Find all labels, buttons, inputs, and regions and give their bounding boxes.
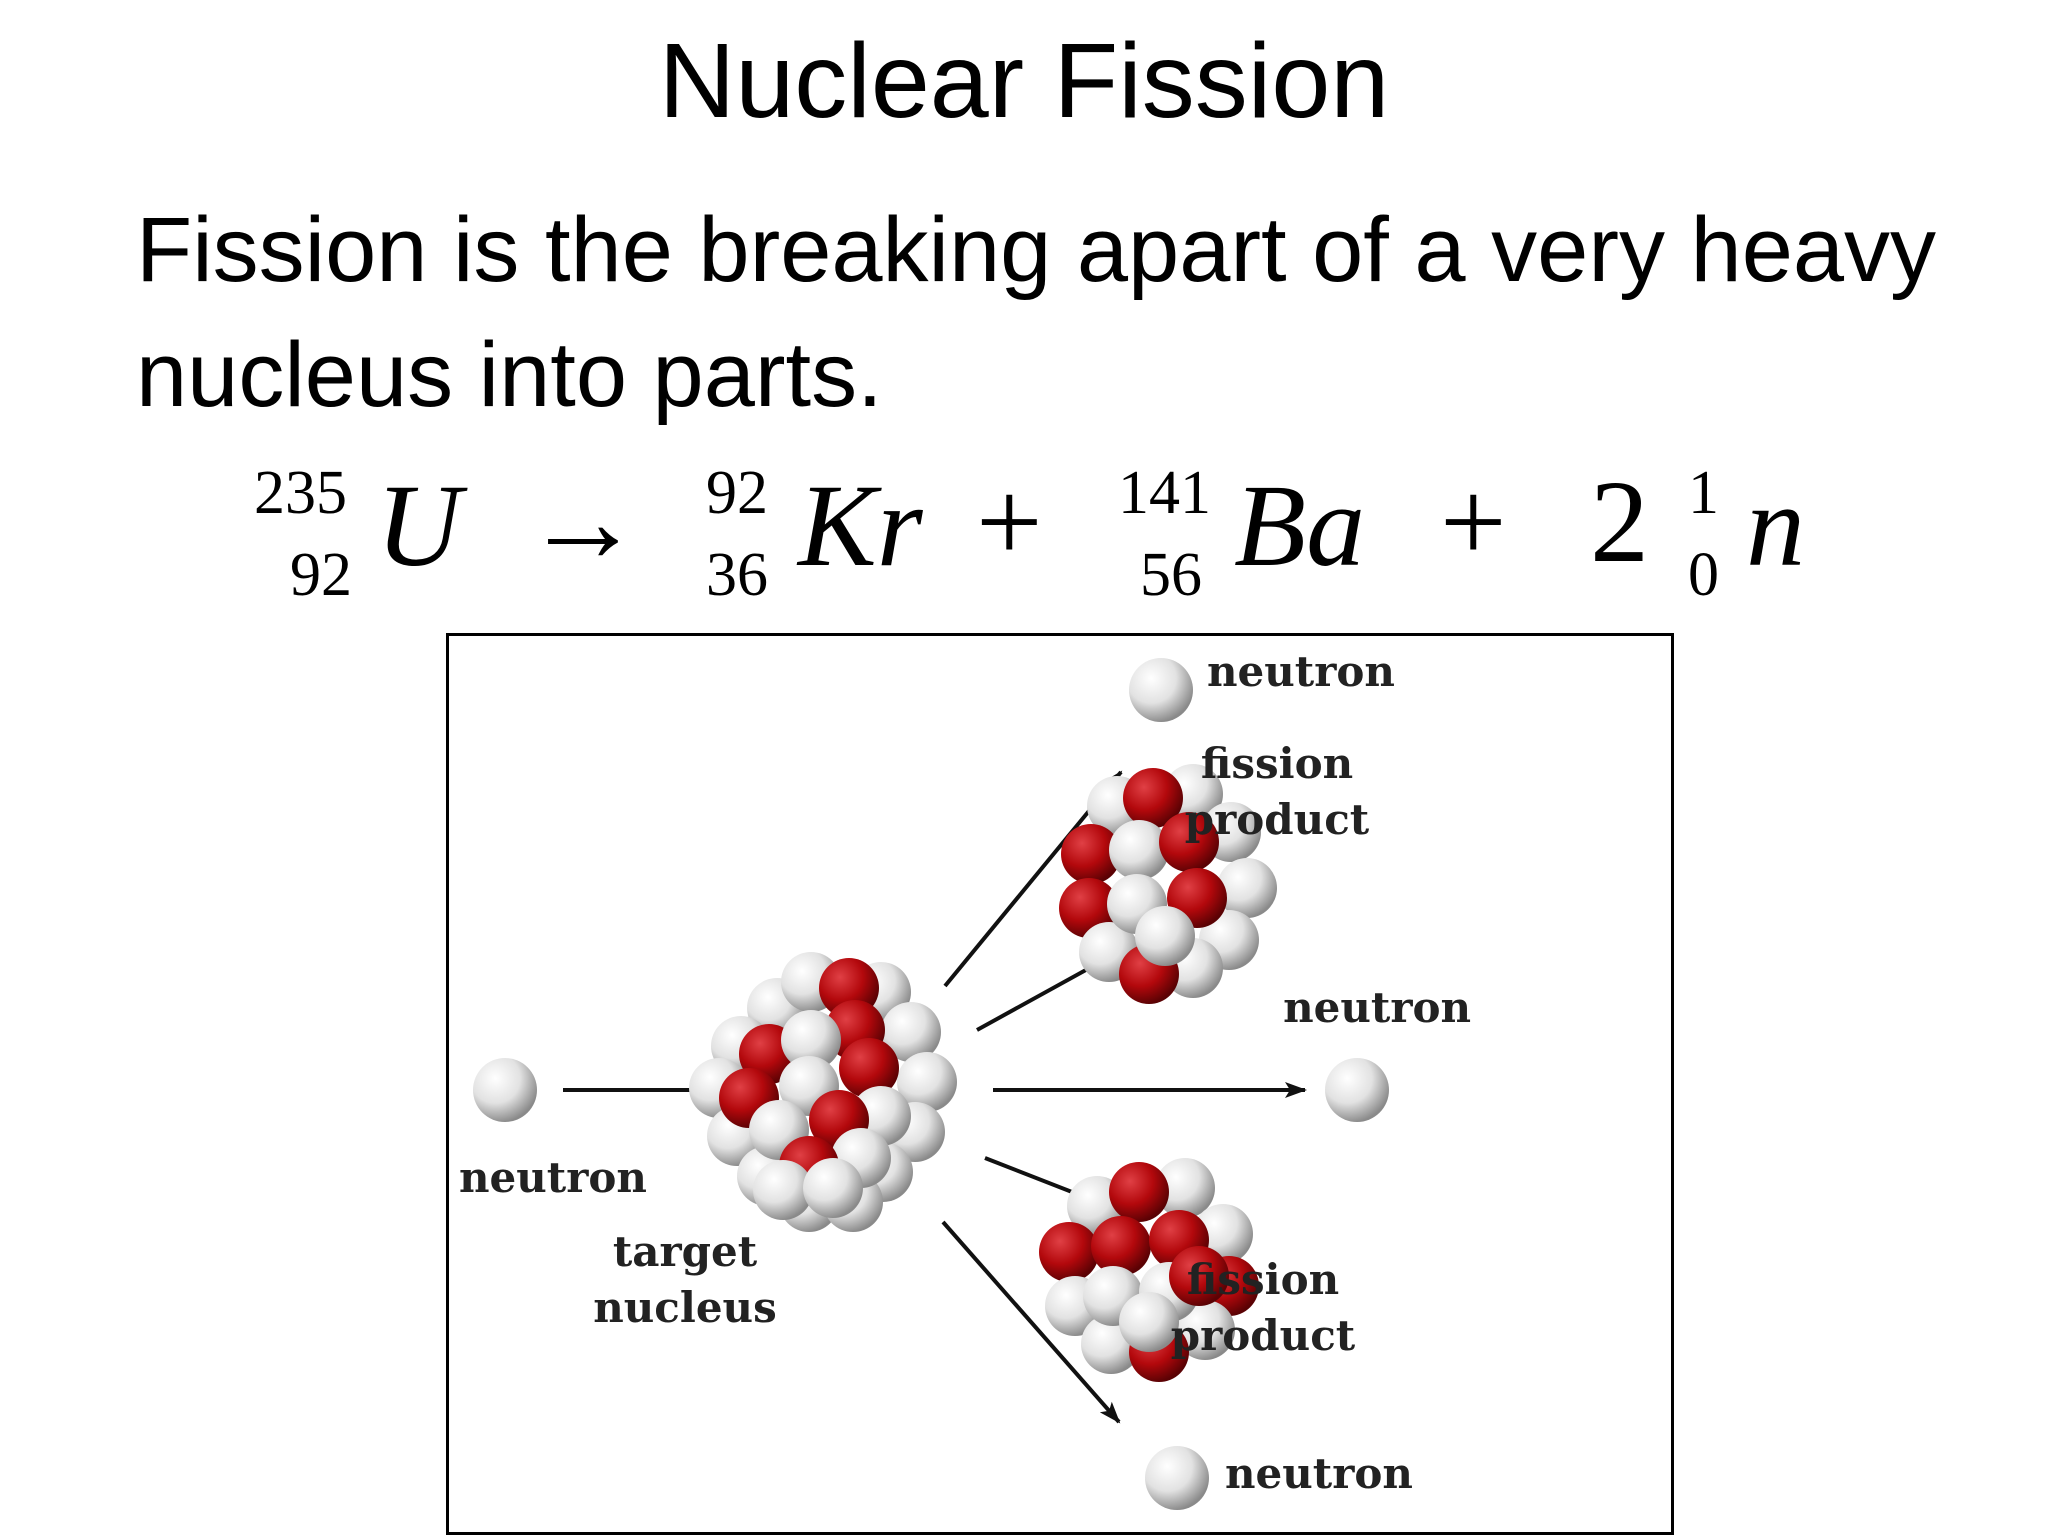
slide-title: Nuclear Fission <box>658 22 1390 140</box>
barium-symbol: Ba <box>1234 460 1366 591</box>
label-incoming-neutron: neutron <box>459 1153 647 1202</box>
top-neutron <box>1129 658 1193 722</box>
label-middle-neutron: neutron <box>1283 983 1471 1032</box>
arrow-to-bottom-neutron <box>941 1220 1121 1424</box>
barium-mass-number: 141 <box>1118 459 1211 527</box>
fission-diagram-svg: neutron target nucleus neutron fission p… <box>459 647 1471 1510</box>
neutron-mass-number: 1 <box>1688 459 1719 527</box>
uranium-mass-number: 235 <box>254 459 347 527</box>
label-top-neutron: neutron <box>1207 647 1395 696</box>
neutron-atomic-number: 0 <box>1688 541 1719 609</box>
neutron-symbol: n <box>1746 460 1805 591</box>
neutron-coefficient: 2 <box>1590 456 1649 587</box>
label-target-line2: nucleus <box>593 1283 777 1332</box>
label-bottom-product-line2: product <box>1171 1311 1356 1360</box>
uranium-symbol: U <box>376 460 462 591</box>
fission-product-top <box>1059 764 1277 1004</box>
label-bottom-neutron: neutron <box>1225 1449 1413 1498</box>
label-target-line1: target <box>613 1227 758 1276</box>
label-top-product-line2: product <box>1185 795 1370 844</box>
plus-sign-1: + <box>976 456 1043 587</box>
fission-product-bottom <box>1039 1158 1259 1382</box>
fission-equation: 235 92 U → 92 36 Kr + 141 56 Ba + 2 1 0 … <box>250 448 1950 618</box>
krypton-mass-number: 92 <box>706 459 768 527</box>
uranium-atomic-number: 92 <box>290 541 352 609</box>
incoming-neutron <box>473 1058 537 1122</box>
plus-sign-2: + <box>1440 456 1507 587</box>
bottom-neutron <box>1145 1446 1209 1510</box>
barium-atomic-number: 56 <box>1140 541 1202 609</box>
middle-neutron <box>1325 1058 1389 1122</box>
definition-text: Fission is the breaking apart of a very … <box>136 199 1937 426</box>
target-nucleus <box>689 952 957 1232</box>
fission-diagram: neutron target nucleus neutron fission p… <box>446 633 1674 1535</box>
reaction-arrow: → <box>524 456 642 587</box>
krypton-symbol: Kr <box>798 460 923 591</box>
label-bottom-product-line1: fission <box>1187 1255 1339 1304</box>
label-top-product-line1: fission <box>1201 739 1353 788</box>
krypton-atomic-number: 36 <box>706 541 768 609</box>
